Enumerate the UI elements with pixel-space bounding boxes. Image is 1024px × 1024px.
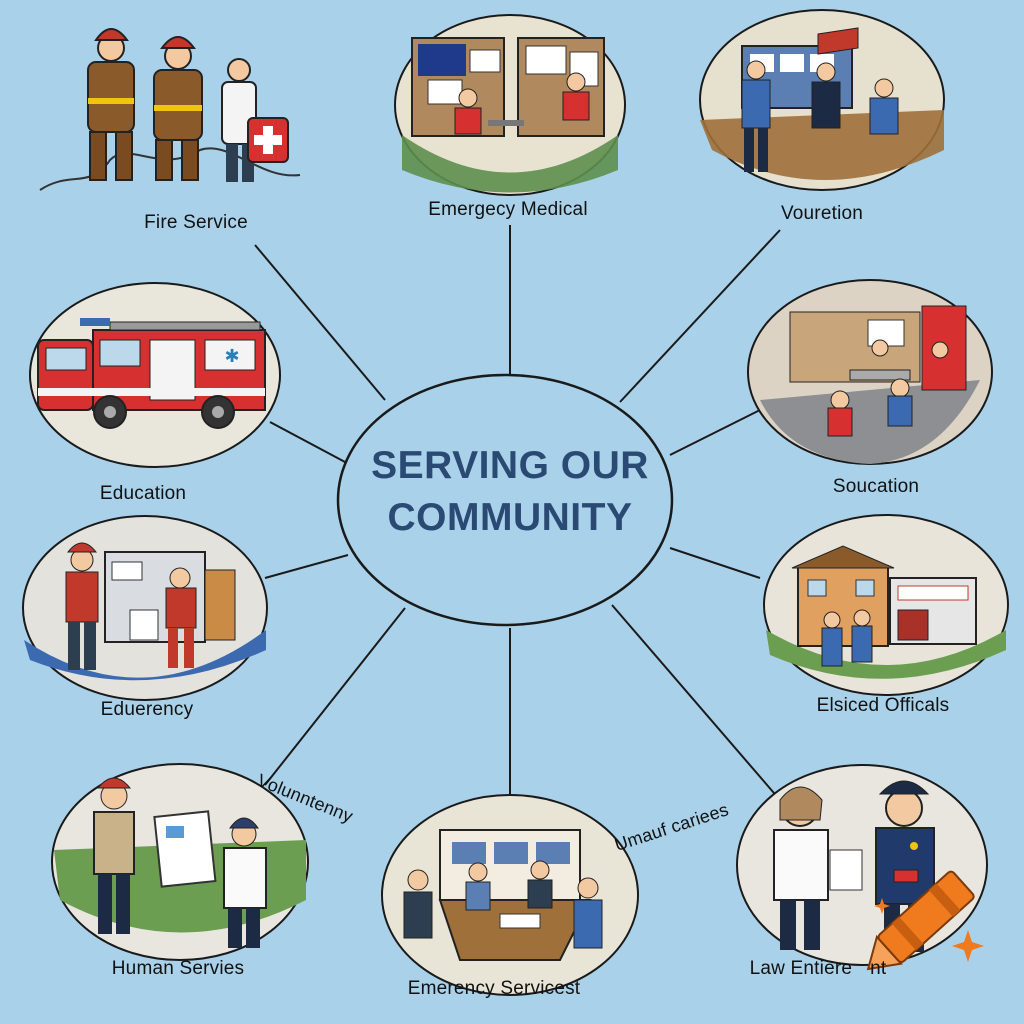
label-fire-service: Fire Service — [144, 212, 248, 233]
rescue-workers-node — [22, 515, 268, 701]
label-eduerency: Eduerency — [100, 699, 194, 720]
police-officers-node — [736, 764, 988, 966]
svg-text:✱: ✱ — [224, 346, 239, 367]
sparkle-icon — [874, 898, 984, 962]
officers-documents-node — [51, 763, 309, 961]
label-soucation: Soucation — [832, 476, 920, 497]
fire-truck-node: ✱ — [29, 282, 281, 468]
center-hub — [336, 373, 674, 627]
label-law-entiere-tail: nt — [870, 958, 887, 979]
center-title-line-1: SERVING OUR — [371, 444, 649, 487]
buildings-node — [763, 514, 1009, 696]
firefighters-icon — [39, 28, 301, 191]
police-office-node — [699, 9, 945, 191]
center-title-line-2: COMMUNITY — [387, 496, 633, 539]
center-title: SERVING OUR COMMUNITY — [340, 440, 680, 544]
label-emergency-medical: Emergecy Medical — [428, 199, 588, 220]
office-node — [394, 14, 626, 196]
crayon-icon — [866, 870, 975, 971]
label-emerency-servicest: Emerency Servicest — [407, 978, 581, 999]
classroom-node — [747, 279, 993, 465]
label-human-servies: Human Servies — [111, 958, 245, 979]
label-vouretion: Vouretion — [780, 203, 864, 224]
label-law-entiere-main: Law Entiere — [749, 958, 853, 979]
meeting-room-node — [381, 794, 639, 996]
label-elsiced-officals: Elsiced Officals — [816, 695, 950, 716]
label-education: Education — [99, 483, 187, 504]
label-law-entiere: Law Entiere nt — [750, 958, 887, 980]
connector-lines — [254, 225, 781, 801]
